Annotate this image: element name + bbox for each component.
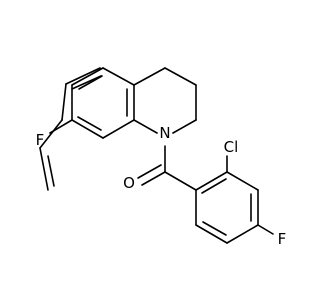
molecule-structure-diagram: F N O Cl F	[36, 67, 287, 248]
atom-oxygen: O	[123, 174, 135, 192]
bond-ar-5	[195, 224, 228, 244]
atom-chlorine: Cl	[224, 138, 239, 156]
bond-c4-c3	[164, 67, 197, 86]
bond-ring-c5-c6-inner	[71, 75, 102, 90]
bond-ar-5-inner	[202, 221, 227, 236]
bond-benz-3	[102, 119, 135, 139]
atom-nitrogen: N	[159, 124, 170, 142]
bond-ring-c8-c8a	[39, 147, 49, 191]
bond-ring-c8-c8a-inner	[47, 155, 55, 187]
atom-fluorine-right: F	[278, 230, 287, 248]
bond-c4a-c4	[133, 67, 166, 86]
bond-benz-1	[102, 67, 135, 86]
bond-ring-c7-c8	[39, 119, 63, 149]
bond-carbonyl-c-o-2	[137, 164, 162, 179]
bond-benz-6	[71, 67, 104, 86]
bond-ar-4	[226, 224, 259, 244]
bond-benz-6-inner	[78, 75, 103, 90]
bond-ring-c6-c7	[61, 83, 67, 121]
bond-c7-fluorine	[49, 119, 73, 134]
bond-ar-1	[195, 171, 228, 191]
bond-ar-fluorine	[257, 224, 274, 235]
atom-fluorine-left: F	[36, 131, 45, 149]
bond-benz-4-inner	[77, 116, 102, 131]
bond-ar-1-inner	[201, 178, 227, 194]
bond-carbonyl-c-aryl	[164, 171, 197, 191]
bond-ring-c5-c6	[65, 67, 101, 85]
bond-n1-c8a	[133, 119, 158, 134]
bond-ar-2	[226, 171, 259, 191]
bond-carbonyl-c-o-1	[141, 171, 166, 186]
structure-canvas: F N O Cl F	[35, 67, 287, 248]
bond-benz-4	[71, 119, 104, 139]
bond-c2-n1	[172, 119, 197, 134]
